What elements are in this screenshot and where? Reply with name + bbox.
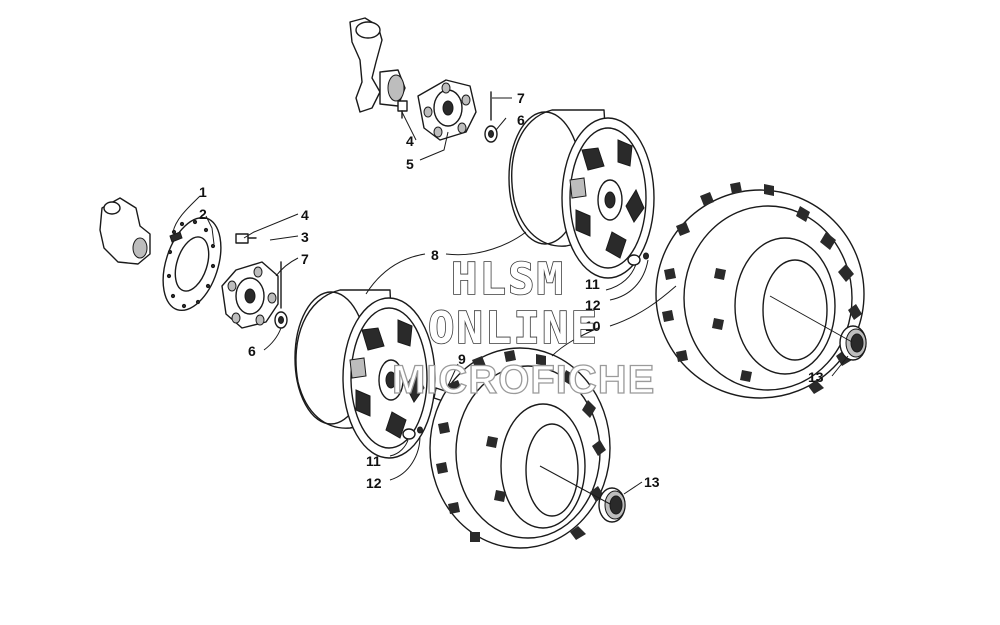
callout-11-front: 11 <box>366 453 381 469</box>
callout-12-rear: 12 <box>585 297 601 313</box>
callout-13-front: 13 <box>644 474 660 490</box>
upper-knuckle <box>349 17 406 113</box>
valve-core-front <box>402 426 423 440</box>
callout-3: 3 <box>301 229 309 245</box>
upper-nut <box>484 125 498 143</box>
callout-11-rear: 11 <box>585 276 600 292</box>
disc-bolt <box>169 231 183 243</box>
watermark-microfiche: MICROFICHE <box>392 358 655 402</box>
valve-core-rear <box>627 252 649 266</box>
callout-1: 1 <box>199 184 207 200</box>
callout-12-front: 12 <box>366 475 382 491</box>
callout-7-upper: 7 <box>517 90 525 106</box>
lower-hub <box>221 261 279 329</box>
watermark-online: ONLINE <box>428 303 599 354</box>
callout-labels: 1 2 3 4 4 5 6 6 7 7 8 9 10 11 11 12 12 1… <box>199 90 824 491</box>
rear-tire <box>655 182 865 399</box>
callout-7-lower: 7 <box>301 251 309 267</box>
callout-6-upper: 6 <box>517 112 525 128</box>
watermark-hlsm: HLSM <box>451 254 565 305</box>
rear-wheel-rim <box>508 109 655 279</box>
callout-4-lower: 4 <box>301 207 309 223</box>
callout-6-lower: 6 <box>248 343 256 359</box>
upper-hub <box>417 79 477 141</box>
rear-hub-cap <box>839 325 867 361</box>
leader-lines <box>172 97 853 505</box>
front-hub-cap <box>598 487 626 523</box>
callout-2: 2 <box>199 206 207 222</box>
lower-knuckle <box>99 197 151 265</box>
callout-13-rear: 13 <box>808 369 824 385</box>
front-tire <box>429 347 611 549</box>
callout-9: 9 <box>458 351 466 367</box>
hlsm-watermark: HLSM ONLINE MICROFICHE <box>391 253 655 402</box>
callout-5: 5 <box>406 156 414 172</box>
lower-nut <box>274 311 288 329</box>
lower-hub-stud <box>235 233 257 244</box>
brake-disc <box>162 216 222 312</box>
front-wheel-rim <box>294 289 436 459</box>
callout-4-upper: 4 <box>406 133 414 149</box>
upper-bolt <box>397 100 408 119</box>
callout-8: 8 <box>431 247 439 263</box>
callout-10: 10 <box>585 318 601 334</box>
